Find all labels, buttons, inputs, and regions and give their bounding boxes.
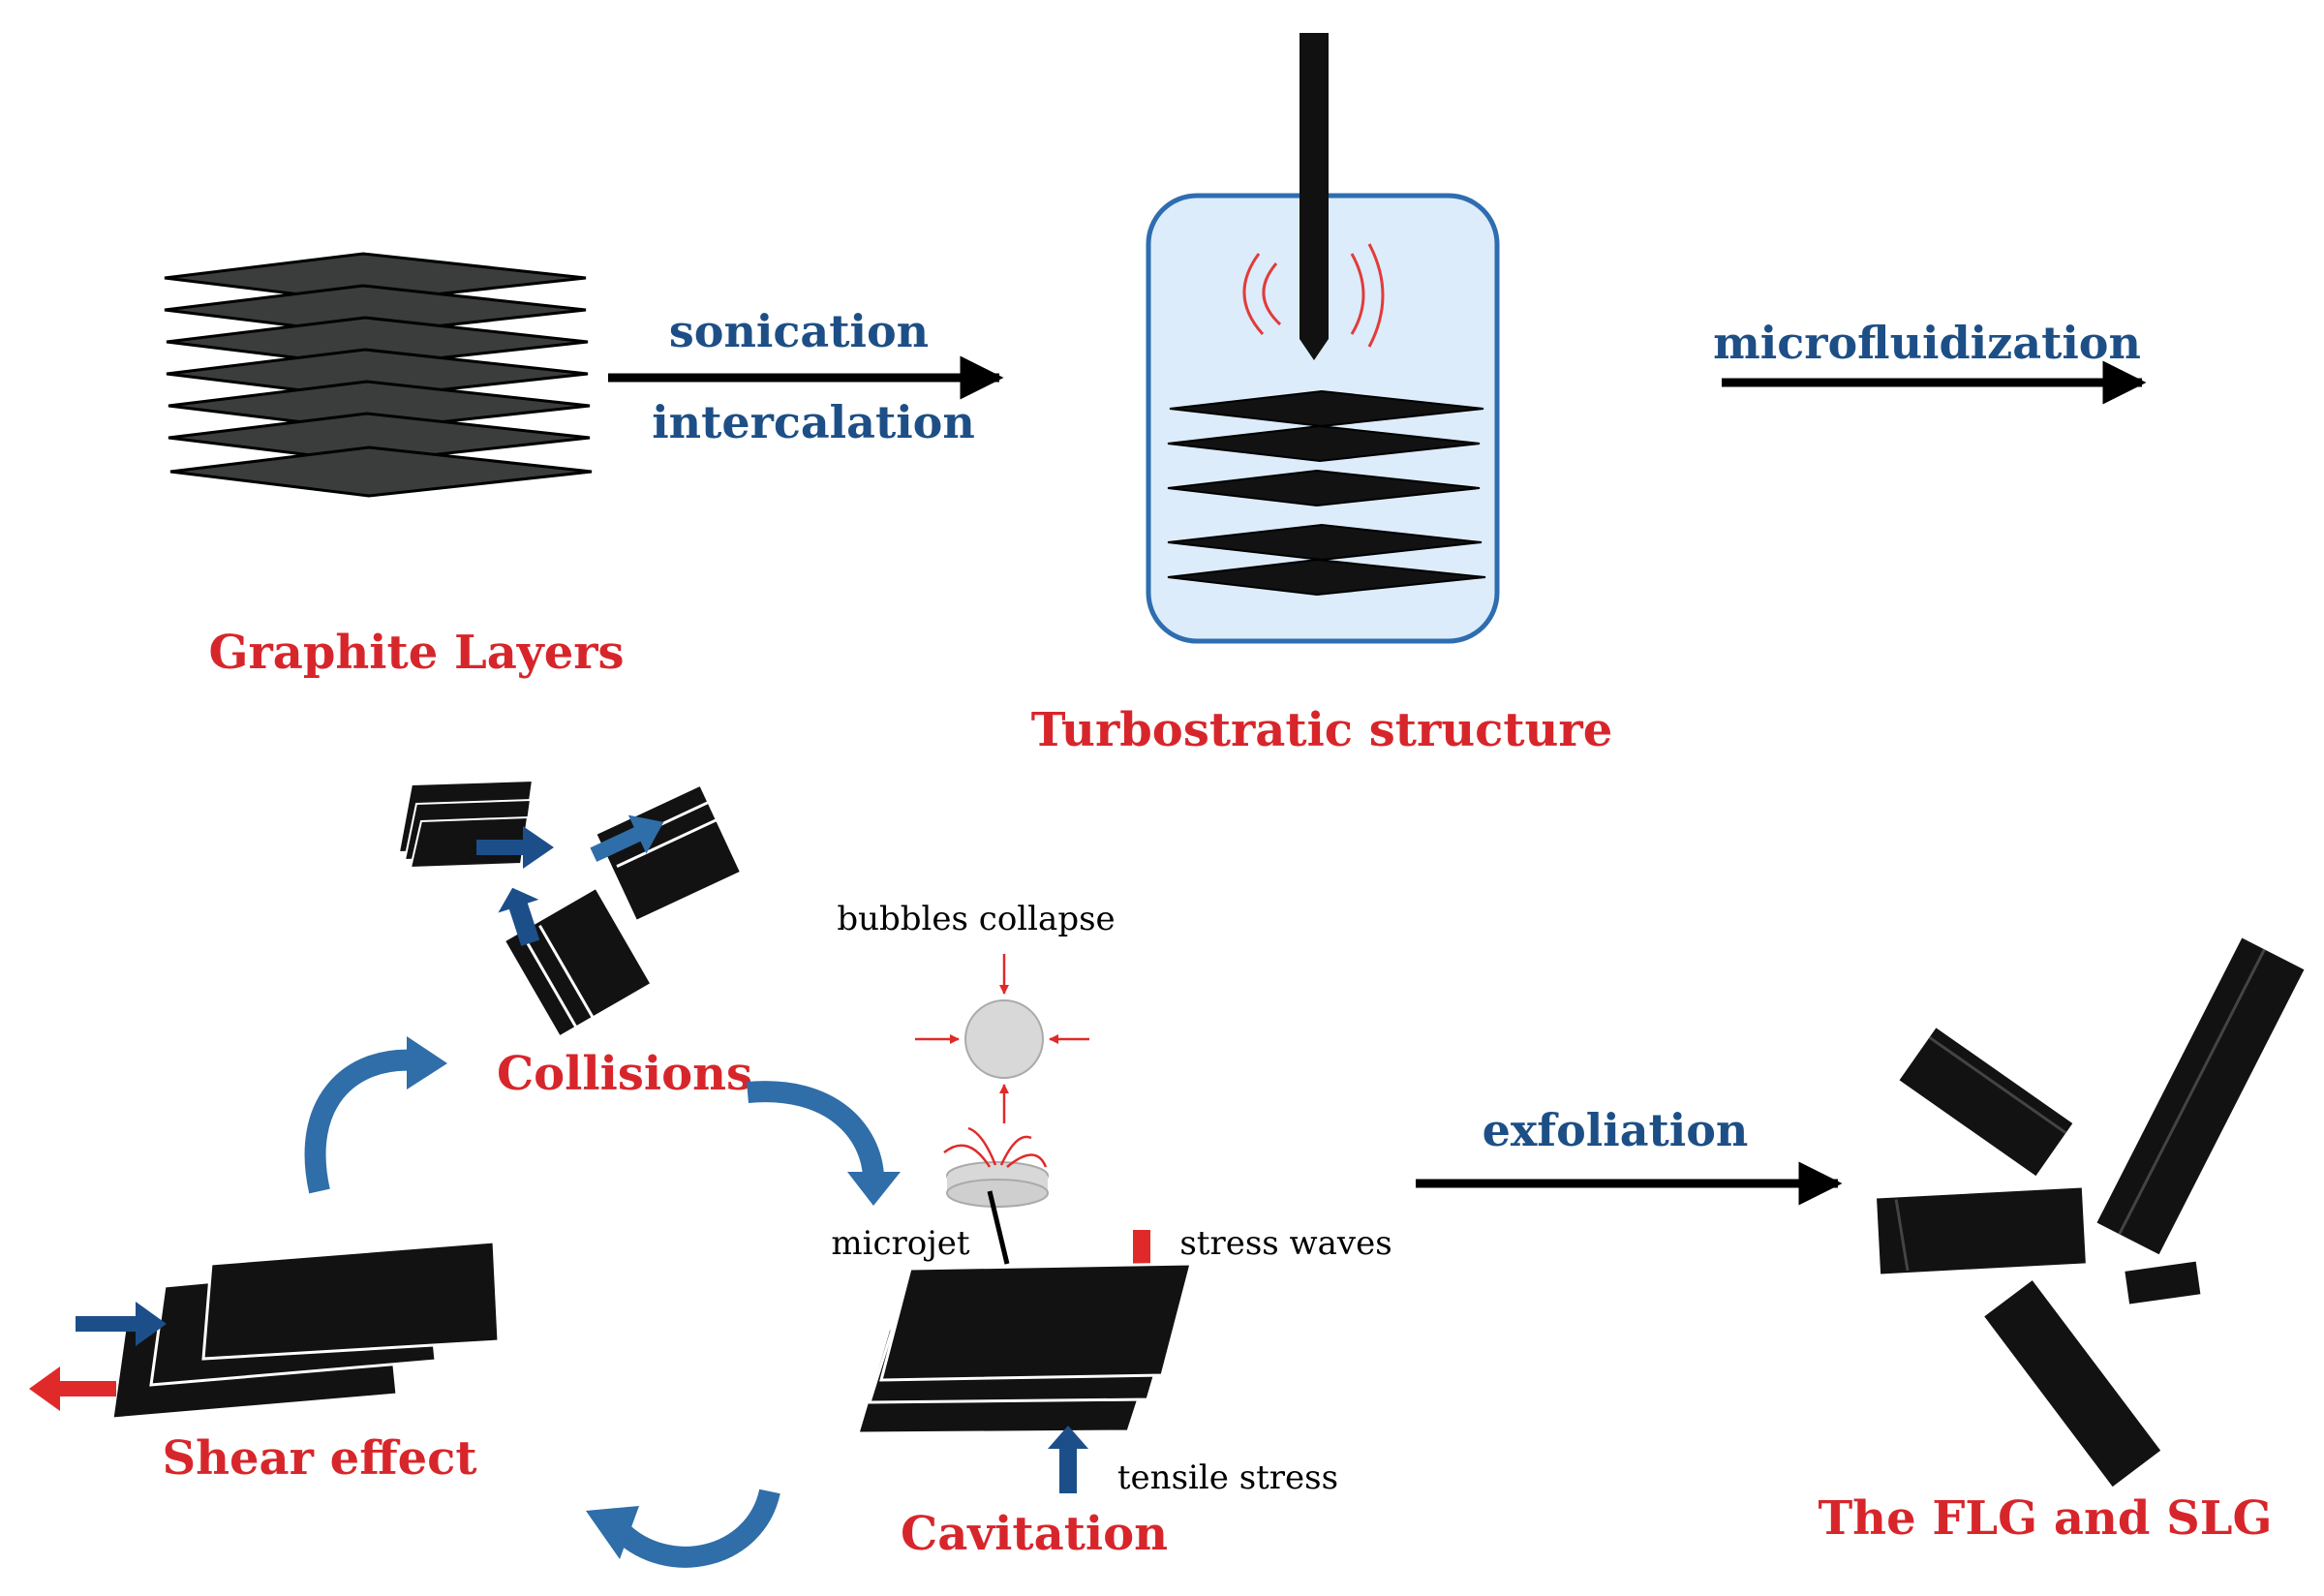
microjet-label: microjet — [831, 1224, 970, 1263]
curved-arrow-icon — [747, 1081, 884, 1178]
cycle-arrows — [304, 1036, 901, 1568]
graphene-flake — [2125, 1261, 2201, 1304]
shear-flakes — [29, 1240, 501, 1421]
tensile-stress-label: tensile stress — [1117, 1458, 1338, 1497]
cavitation-label: Cavitation — [901, 1507, 1168, 1561]
collisions-label: Collisions — [497, 1047, 752, 1101]
curved-arrow-icon — [612, 1489, 780, 1568]
block-arrow-icon — [76, 1302, 167, 1346]
curved-arrow-head — [847, 1172, 901, 1206]
vibration-wave-icon — [1242, 253, 1265, 336]
bubbles-collapse-label: bubbles collapse — [837, 900, 1115, 938]
probe-tip — [1300, 339, 1329, 360]
sonication-vessel — [1146, 33, 1500, 644]
sonication-label: sonication — [669, 305, 929, 357]
vibration-wave-icon — [1350, 253, 1365, 335]
turbostratic-sheet — [1169, 389, 1484, 428]
block-arrow-icon — [590, 814, 664, 862]
bubble-icon — [964, 999, 1044, 1079]
turbostratic-sheet — [1167, 523, 1483, 562]
block-arrow-icon — [498, 887, 540, 946]
graphite-layers-stack — [164, 252, 593, 498]
flake-stack — [502, 885, 655, 1040]
bubble-collapse — [915, 954, 1089, 1265]
block-arrow-icon — [476, 826, 554, 869]
ultrasonic-probe-icon — [1300, 33, 1329, 339]
turbostratic-sheet — [1167, 558, 1486, 597]
graphene-flake — [2096, 937, 2305, 1255]
microfluidization-label: microfluidization — [1713, 317, 2141, 369]
curved-arrow-head — [586, 1506, 639, 1559]
flg-slg-label: The FLG and SLG — [1818, 1491, 2272, 1546]
cavitation-flakes — [855, 1262, 1193, 1435]
collision-flakes — [397, 779, 744, 1040]
graphene-flake — [1899, 1028, 2073, 1177]
shear-effect-label: Shear effect — [162, 1431, 476, 1486]
graphene-flake — [1984, 1280, 2161, 1488]
exfoliation-label: exfoliation — [1483, 1104, 1749, 1156]
turbostratic-structure-label: Turbostratic structure — [1031, 703, 1613, 757]
flg-slg-flakes — [1877, 937, 2305, 1488]
turbostratic-sheet — [1167, 424, 1481, 463]
microjet-stream — [987, 1190, 1010, 1265]
block-arrow-icon — [29, 1366, 116, 1411]
turbostratic-sheet — [1167, 469, 1481, 507]
intercalation-label: intercalation — [652, 396, 975, 448]
stress-waves-label: stress waves — [1179, 1224, 1391, 1263]
vibration-wave-icon — [1367, 243, 1385, 348]
vibration-wave-icon — [1262, 262, 1282, 326]
graphite-sheet — [169, 445, 593, 498]
block-arrow-icon — [1048, 1426, 1088, 1493]
curved-arrow-icon — [304, 1049, 417, 1194]
graphite-sheet — [168, 412, 591, 464]
graphite-layers-label: Graphite Layers — [208, 626, 624, 680]
curved-arrow-head — [407, 1036, 447, 1090]
graphene-flake — [1877, 1187, 2086, 1274]
flake-stack — [593, 783, 744, 924]
